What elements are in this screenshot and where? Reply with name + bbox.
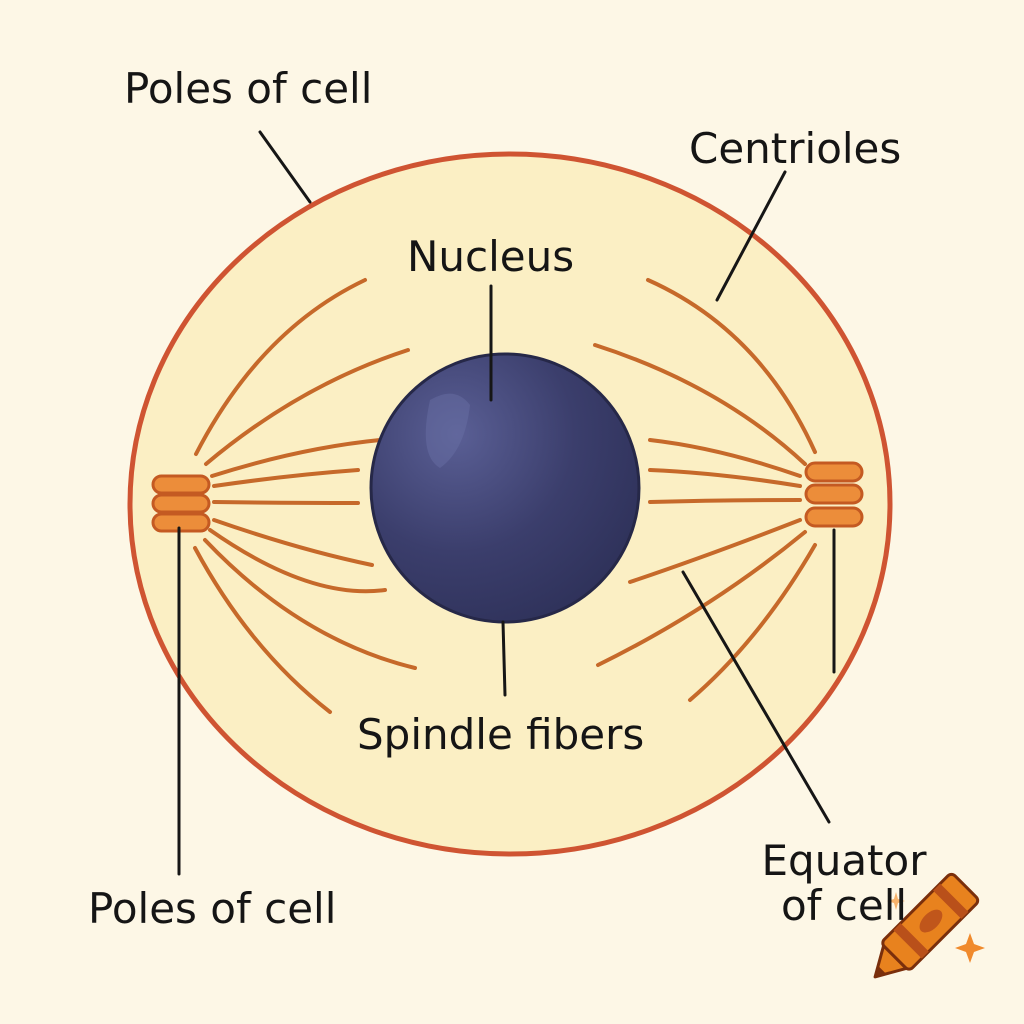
label-centrioles: Centrioles — [689, 124, 902, 173]
nucleus — [369, 352, 641, 624]
label-equator-line2: of cell — [780, 881, 908, 931]
leader-line-poles-top — [258, 130, 312, 204]
leader-line-centrioles — [715, 170, 787, 302]
leader-line-spindle — [501, 620, 507, 697]
leader-line-equator — [681, 570, 831, 824]
crayon-icon — [873, 872, 980, 979]
spindle-fibers-left — [193, 278, 417, 714]
label-poles-of-cell-top: Poles of cell — [124, 64, 373, 113]
label-equator-line1: Equator — [761, 836, 927, 885]
spindle-fibers-right — [593, 278, 817, 702]
spindle-fibers — [193, 278, 817, 714]
centriole-right — [804, 461, 864, 528]
label-poles-of-cell-bottom: Poles of cell — [88, 884, 337, 933]
label-nucleus: Nucleus — [407, 232, 575, 281]
sparkle-icon — [887, 892, 985, 963]
label-equator-of-cell: Equator of cell — [744, 838, 944, 929]
leader-lines — [177, 130, 836, 876]
centriole-left — [151, 474, 211, 533]
label-spindle-fibers: Spindle fibers — [357, 710, 645, 759]
